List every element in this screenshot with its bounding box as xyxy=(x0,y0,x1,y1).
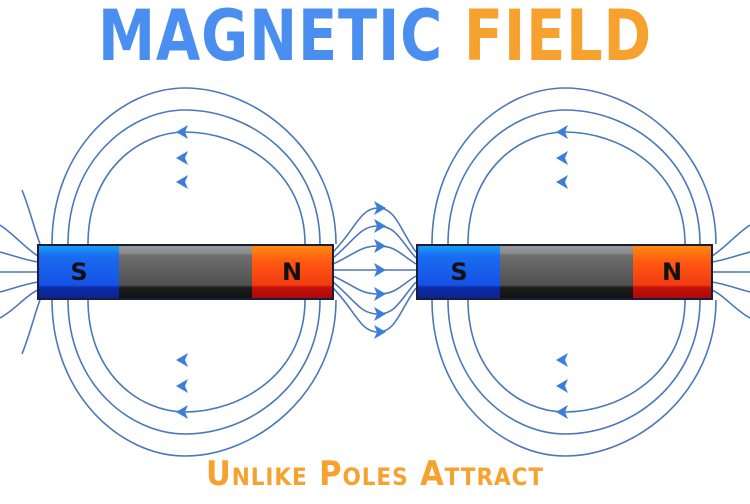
north-pole-label: N xyxy=(281,258,303,286)
south-pole: S xyxy=(39,246,119,298)
north-pole: N xyxy=(252,246,332,298)
south-pole-label: S xyxy=(70,258,88,286)
magnet-left: S N xyxy=(37,244,334,300)
south-pole: S xyxy=(418,246,500,298)
title-word-field: FIELD xyxy=(463,0,653,77)
north-pole-label: N xyxy=(661,258,683,286)
south-pole-label: S xyxy=(450,258,468,286)
magnet-core xyxy=(500,246,633,298)
north-pole: N xyxy=(633,246,711,298)
diagram-subtitle: Unlike Poles Attract xyxy=(206,454,544,494)
diagram-title: MAGNETIC FIELD xyxy=(68,0,683,78)
title-word-magnetic: MAGNETIC xyxy=(97,0,444,77)
magnet-right: S N xyxy=(416,244,713,300)
magnet-core xyxy=(119,246,252,298)
